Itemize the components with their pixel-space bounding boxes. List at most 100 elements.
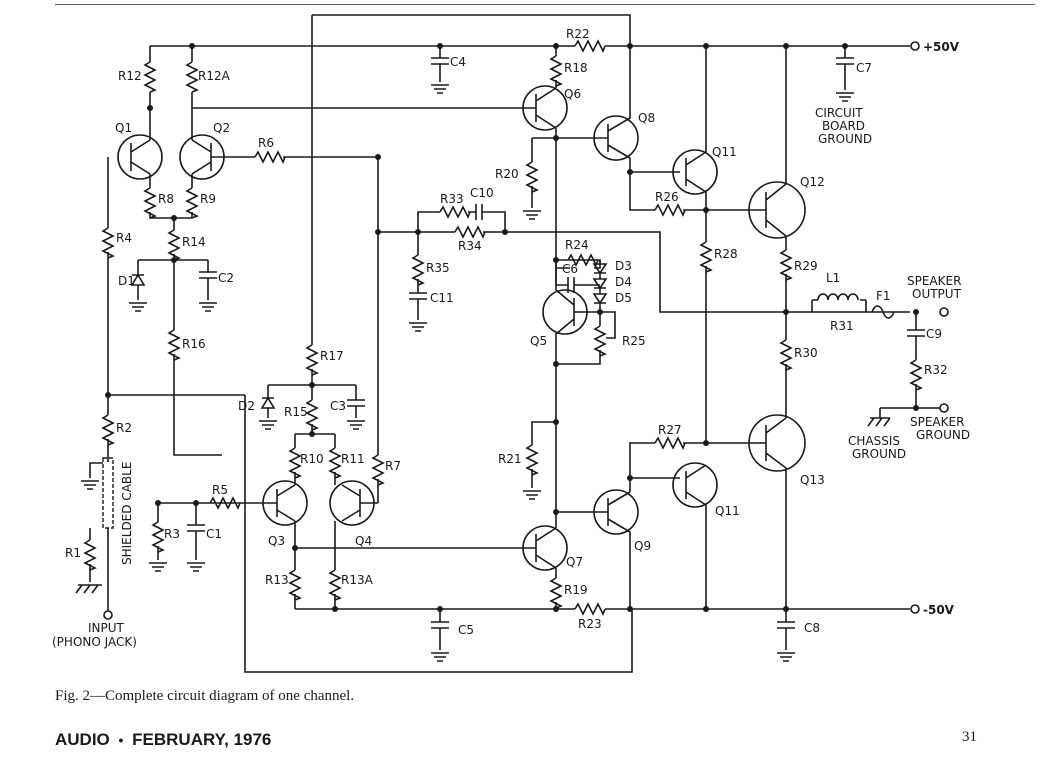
q5-label: Q5 bbox=[530, 334, 547, 348]
r28-label: R28 bbox=[714, 247, 738, 261]
r30-label: R30 bbox=[794, 346, 818, 360]
r24-label: R24 bbox=[565, 238, 589, 252]
speaker-ground-line2: GROUND bbox=[916, 428, 970, 442]
q9-label: Q9 bbox=[634, 539, 651, 553]
r23-label: R23 bbox=[578, 617, 602, 631]
r19-label: R19 bbox=[564, 583, 588, 597]
input-label-line1: INPUT bbox=[88, 621, 125, 635]
shielded-cable-label: SHIELDED CABLE bbox=[120, 462, 134, 565]
r3-label: R3 bbox=[164, 527, 180, 541]
r5-label: R5 bbox=[212, 483, 228, 497]
circuit-board-ground-line3: GROUND bbox=[818, 132, 872, 146]
bottom-loop-wire bbox=[244, 395, 633, 673]
footer-separator: • bbox=[118, 732, 124, 748]
chassis-ground-line1: CHASSIS bbox=[848, 434, 900, 448]
r13a-label: R13A bbox=[341, 573, 374, 587]
r35-label: R35 bbox=[426, 261, 450, 275]
d5-label: D5 bbox=[615, 291, 632, 305]
q13-transistor bbox=[706, 414, 806, 609]
l1-label: L1 bbox=[826, 271, 840, 285]
r18-label: R18 bbox=[564, 61, 588, 75]
positive-rail bbox=[150, 40, 920, 52]
r25-label: R25 bbox=[622, 334, 646, 348]
r21-label: R21 bbox=[498, 452, 522, 466]
q6-label: Q6 bbox=[564, 87, 581, 101]
publication-name: AUDIO bbox=[55, 730, 110, 749]
r13-label: R13 bbox=[265, 573, 289, 587]
speaker-ground-line1: SPEAKER bbox=[910, 415, 964, 429]
issue-date: FEBRUARY, 1976 bbox=[132, 730, 272, 749]
r8-label: R8 bbox=[158, 192, 174, 206]
r34-label: R34 bbox=[458, 239, 482, 253]
q7-label: Q7 bbox=[566, 555, 583, 569]
supply-neg-label: -50V bbox=[923, 603, 955, 617]
r7-label: R7 bbox=[385, 459, 401, 473]
top-rule bbox=[55, 4, 1035, 5]
q8-transistor bbox=[593, 46, 639, 161]
r10-label: R10 bbox=[300, 452, 324, 466]
c2-label: C2 bbox=[218, 271, 234, 285]
c9-label: C9 bbox=[926, 327, 942, 341]
q2-label: Q2 bbox=[213, 121, 230, 135]
c8-label: C8 bbox=[804, 621, 820, 635]
f1-label: F1 bbox=[876, 289, 891, 303]
q8-label: Q8 bbox=[638, 111, 655, 125]
supply-pos-label: +50V bbox=[923, 40, 960, 54]
q2-transistor bbox=[179, 134, 245, 180]
c11-label: C11 bbox=[430, 291, 454, 305]
q7-transistor bbox=[522, 525, 568, 571]
d2-label: D2 bbox=[238, 399, 255, 413]
r12-label: R12 bbox=[118, 69, 142, 83]
r29-label: R29 bbox=[794, 259, 818, 273]
r9-label: R9 bbox=[200, 192, 216, 206]
c3-label: C3 bbox=[330, 399, 346, 413]
q3-transistor bbox=[258, 480, 308, 526]
input-label-line2: (PHONO JACK) bbox=[52, 635, 137, 649]
q11-upper-transistor bbox=[672, 46, 718, 232]
r20-label: R20 bbox=[495, 167, 519, 181]
r6-label: R6 bbox=[258, 136, 274, 150]
r4-label: R4 bbox=[116, 231, 132, 245]
page-number: 31 bbox=[962, 729, 977, 745]
speaker-output-line1: SPEAKER bbox=[907, 274, 961, 288]
q5-transistor bbox=[542, 289, 600, 364]
r27-label: R27 bbox=[658, 423, 682, 437]
r17-label: R17 bbox=[320, 349, 344, 363]
q12-label: Q12 bbox=[800, 175, 825, 189]
negative-rail bbox=[295, 603, 920, 615]
q4-transistor bbox=[329, 480, 378, 526]
q3-label: Q3 bbox=[268, 534, 285, 548]
q11-lower-transistor bbox=[672, 462, 718, 609]
q4-label: Q4 bbox=[355, 534, 372, 548]
top-feedback-wire bbox=[312, 14, 631, 46]
r32-label: R32 bbox=[924, 363, 948, 377]
r11-label: R11 bbox=[341, 452, 365, 466]
footer-publication: AUDIO • FEBRUARY, 1976 bbox=[55, 730, 271, 750]
q1-label: Q1 bbox=[115, 121, 132, 135]
r15-label: R15 bbox=[284, 405, 308, 419]
q11-upper-label: Q11 bbox=[712, 145, 737, 159]
q1-transistor bbox=[117, 134, 163, 180]
q12-transistor bbox=[748, 46, 806, 239]
r12a-label: R12A bbox=[198, 69, 231, 83]
c1-label: C1 bbox=[206, 527, 222, 541]
r14-label: R14 bbox=[182, 235, 206, 249]
r22-label: R22 bbox=[566, 27, 590, 41]
c5-label: C5 bbox=[458, 623, 474, 637]
r33-label: R33 bbox=[440, 192, 464, 206]
d3-label: D3 bbox=[615, 259, 632, 273]
chassis-ground-line2: GROUND bbox=[852, 447, 906, 461]
r16-label: R16 bbox=[182, 337, 206, 351]
r26-label: R26 bbox=[655, 190, 679, 204]
circuit-board-ground-line1: CIRCUIT bbox=[815, 106, 863, 120]
c6-label: C6 bbox=[562, 262, 578, 276]
circuit-board-ground-line2: BOARD bbox=[822, 119, 865, 133]
q9-transistor bbox=[593, 489, 639, 609]
circuit-diagram: +50V -50V R12 R12A Q1 Q2 R6 R8 R9 R14 D1… bbox=[52, 14, 970, 673]
d1-label: D1 bbox=[118, 274, 135, 288]
c10-label: C10 bbox=[470, 186, 494, 200]
d4-label: D4 bbox=[615, 275, 632, 289]
r1-label: R1 bbox=[65, 546, 81, 560]
shielded-cable bbox=[80, 457, 114, 612]
q13-label: Q13 bbox=[800, 473, 825, 487]
